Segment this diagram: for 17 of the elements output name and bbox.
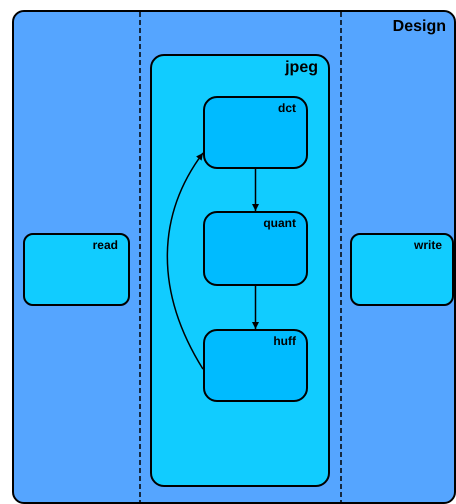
arrow [166,152,204,370]
state-box [203,96,308,169]
state-name: huff [273,334,296,348]
state-name: Design [392,18,446,36]
state-name: jpeg [285,59,318,77]
state-box [203,329,308,402]
arrow [252,286,259,329]
state-box [203,211,308,286]
container-box [12,10,456,504]
state-name: dct [278,101,296,115]
state-name: read [92,238,118,252]
state-name: quant [263,216,296,230]
state-box [350,233,454,306]
state-box [23,233,130,306]
container-box [150,54,330,487]
arrow [252,169,259,211]
state-name: write [414,238,442,252]
